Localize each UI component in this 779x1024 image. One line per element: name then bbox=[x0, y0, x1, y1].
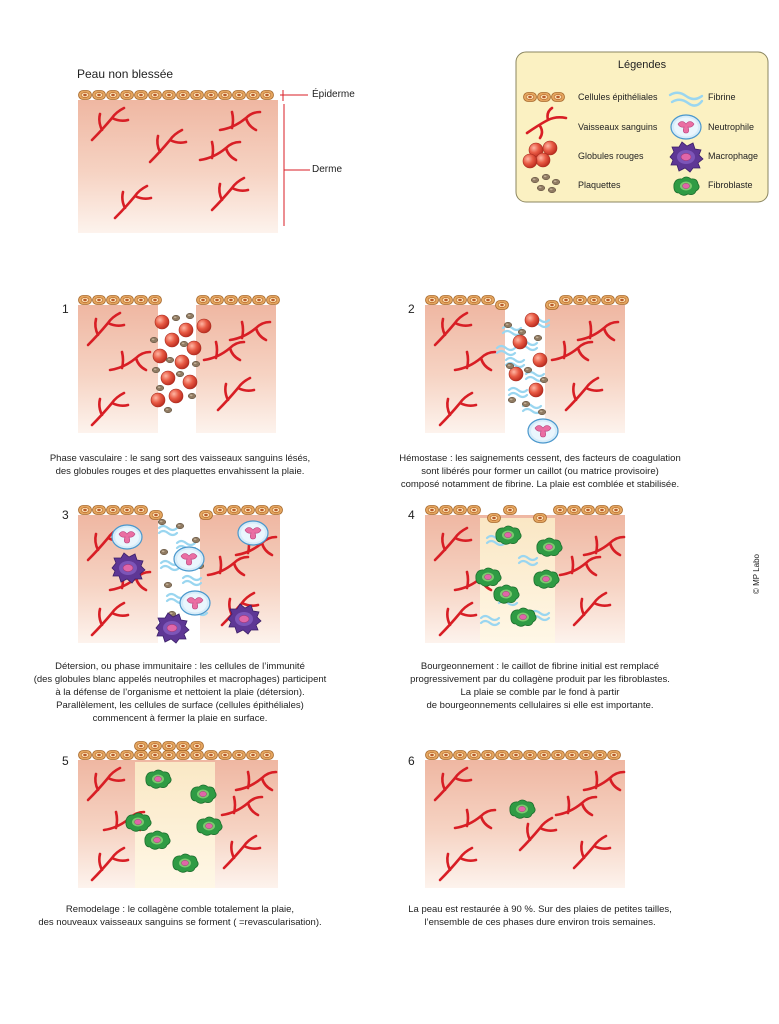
phase-5-number: 5 bbox=[62, 754, 69, 768]
legend-label-macrophage: Macrophage bbox=[708, 151, 759, 161]
panel-1 bbox=[78, 295, 280, 433]
fibrin-icon bbox=[668, 91, 704, 107]
intact-epidermis bbox=[78, 90, 274, 100]
panel-2 bbox=[425, 295, 629, 444]
legend-title: Légendes bbox=[617, 59, 667, 71]
phase-1-number: 1 bbox=[62, 302, 69, 316]
phase-6-caption: La peau est restaurée à 90 %. Sur des pl… bbox=[408, 904, 672, 928]
phase-6-number: 6 bbox=[408, 754, 415, 768]
intact-dermis bbox=[78, 100, 278, 233]
panel-6 bbox=[425, 750, 626, 888]
intact-skin-title: Peau non blessée bbox=[77, 67, 174, 81]
phase-3-number: 3 bbox=[62, 508, 69, 522]
legend-label-fibroblast: Fibroblaste bbox=[708, 180, 753, 190]
phase-2-number: 2 bbox=[408, 302, 415, 316]
epidermis-label: Épiderme bbox=[312, 89, 355, 100]
copyright: © MP Labo bbox=[752, 554, 761, 594]
panel-6-fibroblast bbox=[509, 799, 536, 819]
legend-label-rbc: Globules rouges bbox=[578, 151, 644, 161]
dermis-label: Derme bbox=[312, 164, 343, 175]
phase-3-caption: Détersion, ou phase immunitaire : les ce… bbox=[33, 661, 327, 724]
legend-label-neutrophil: Neutrophile bbox=[708, 122, 755, 132]
legend-label-platelets: Plaquettes bbox=[578, 180, 621, 190]
neutrophil-icon bbox=[670, 114, 702, 140]
blood-vessel-icon bbox=[525, 106, 568, 140]
legend-label-vessels: Vaisseaux sanguins bbox=[578, 122, 658, 132]
phase-5-caption: Remodelage : le collagène comble totalem… bbox=[38, 904, 322, 928]
legend-label-epithelial: Cellules épithéliales bbox=[578, 92, 658, 102]
epithelial-cells-icon bbox=[523, 92, 565, 102]
phase-4-caption: Bourgeonnement : le caillot de fibrine i… bbox=[410, 661, 670, 711]
legend-label-fibrin: Fibrine bbox=[708, 92, 736, 102]
panel-4 bbox=[425, 505, 626, 643]
panel-5 bbox=[78, 741, 278, 888]
panel-3 bbox=[78, 505, 283, 644]
intact-skin-panel bbox=[78, 90, 310, 233]
phase-2-caption: Hémostase : les saignements cessent, des… bbox=[399, 453, 681, 490]
phase-1-caption: Phase vasculaire : le sang sort des vais… bbox=[49, 453, 311, 477]
legend-box bbox=[515, 51, 769, 203]
phase-4-number: 4 bbox=[408, 508, 415, 522]
fibroblast-icon bbox=[673, 176, 700, 196]
